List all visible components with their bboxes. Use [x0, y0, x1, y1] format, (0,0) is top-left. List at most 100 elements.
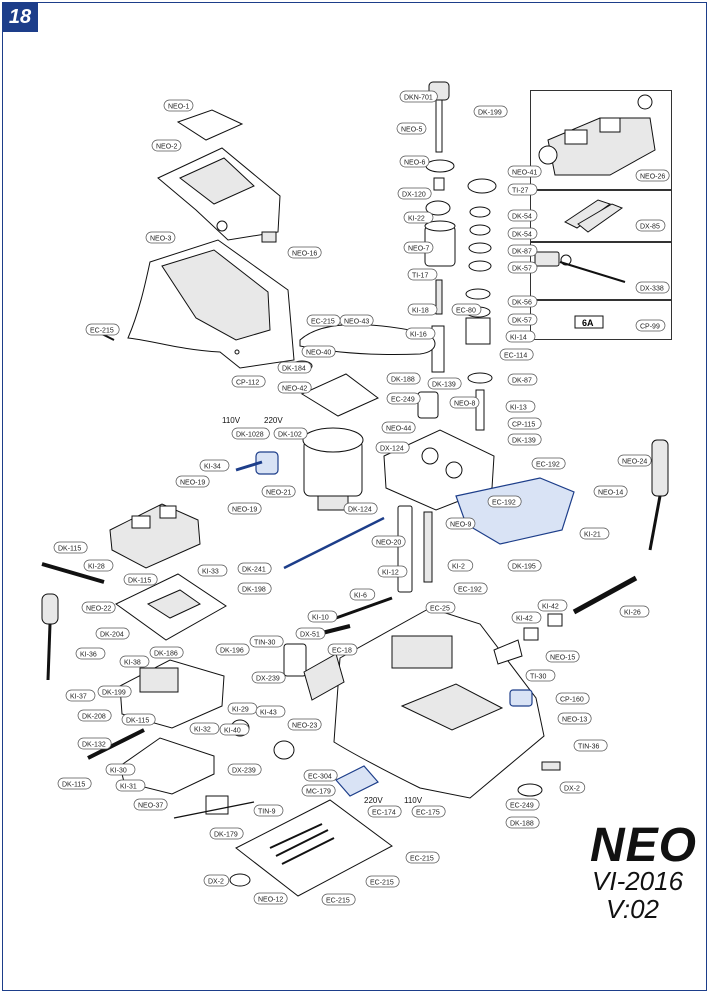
- part-label-text: EC-304: [308, 773, 332, 780]
- part-callout-dx-51: DX-51: [295, 627, 326, 640]
- motor-220v-label: 220V: [264, 416, 283, 425]
- part-label-text: NEO-6: [404, 159, 426, 166]
- part-label-text: EC-215: [311, 318, 335, 325]
- part-label-text: DK-204: [100, 631, 124, 638]
- part-callout-ki-36: KI-36: [75, 647, 106, 660]
- part-label-text: EC-249: [510, 802, 534, 809]
- neo12-bottom-plate: [235, 799, 393, 897]
- neo1-window-plate: [176, 109, 244, 141]
- part-callout-neo-44: NEO-44: [381, 421, 416, 434]
- tin9-clamp: [173, 795, 255, 819]
- part-callout-ki-22: KI-22: [403, 211, 434, 224]
- ec174-board: [335, 765, 379, 797]
- board-220v-label: 220V: [364, 796, 383, 805]
- part-callout-dk-186: DK-186: [149, 646, 184, 659]
- part-callout-dk-199: DK-199: [473, 105, 508, 118]
- part-label-text: KI-38: [124, 659, 141, 666]
- part-callout-dk-57: DK-57: [507, 313, 538, 326]
- part-callout-dk-199: DK-199: [97, 685, 132, 698]
- part-label-text: EC-192: [458, 586, 482, 593]
- part-callout-ki-37: KI-37: [65, 689, 96, 702]
- svg-text:DX-85: DX-85: [640, 223, 660, 230]
- inset-callout-cp-99: CP-99: [635, 319, 666, 332]
- part-callout-ec-25: EC-25: [425, 601, 456, 614]
- part-label-text: NEO-8: [454, 400, 476, 407]
- brand-title: NEO: [590, 819, 698, 872]
- part-label-text: KI-36: [80, 651, 97, 658]
- part-callout-dk-102: DK-102: [273, 427, 308, 440]
- ti17-spring: [435, 279, 443, 315]
- part-label-text: EC-215: [326, 897, 350, 904]
- part-label-text: CP-115: [512, 421, 535, 428]
- part-label-text: KI-43: [260, 709, 277, 716]
- part-label-text: KI-21: [584, 531, 601, 538]
- part-callout-ki-42: KI-42: [511, 611, 542, 624]
- part-label-text: DK-188: [510, 820, 534, 827]
- part-label-text: DK-115: [62, 781, 85, 788]
- part-label-text: DX-124: [380, 445, 404, 452]
- part-callout-cp-160: CP-160: [555, 692, 590, 705]
- part-label-text: DK-241: [242, 566, 266, 573]
- part-callout-ec-174: EC-174: [367, 805, 402, 818]
- part-callout-neo-1: NEO-1: [163, 99, 194, 112]
- part-label-text: TI-30: [530, 673, 546, 680]
- part-callout-ki-34: KI-34: [199, 459, 230, 472]
- part-callout-ec-18: EC-18: [327, 643, 358, 656]
- part-callout-neo-40: NEO-40: [301, 345, 336, 358]
- part-callout-neo-21: NEO-21: [261, 485, 296, 498]
- part-label-text: DX-2: [564, 785, 580, 792]
- part-callout-tin-30: TIN-30: [249, 635, 284, 648]
- part-callout-neo-24: NEO-24: [617, 454, 652, 467]
- part-label-text: DK-132: [82, 741, 106, 748]
- dx338-hex-key: [534, 251, 626, 283]
- part-callout-dk-57: DK-57: [507, 261, 538, 274]
- part-callout-neo-41: NEO-41: [507, 165, 542, 178]
- part-label-text: KI-26: [624, 609, 641, 616]
- part-label-text: EC-18: [332, 647, 352, 654]
- part-label-text: DX-239: [232, 767, 256, 774]
- part-callout-ki-42: KI-42: [537, 599, 568, 612]
- part-label-text: KI-14: [510, 334, 527, 341]
- part-label-text: DK-54: [512, 213, 532, 220]
- part-label-text: DK-199: [478, 109, 502, 116]
- part-callout-neo-8: NEO-8: [449, 396, 480, 409]
- ec18-pcb: [303, 653, 345, 701]
- part-label-text: NEO-12: [258, 896, 283, 903]
- neo6-cap: [425, 159, 455, 191]
- part-label-text: CP-160: [560, 696, 584, 703]
- part-callout-neo-7: NEO-7: [403, 241, 434, 254]
- part-callout-ec-215: EC-215: [405, 851, 440, 864]
- part-callout-dk-87: DK-87: [507, 244, 538, 257]
- neo22-handle: [41, 593, 59, 681]
- part-label-text: KI-33: [202, 568, 219, 575]
- tin36-spring: [541, 761, 561, 771]
- part-label-text: NEO-19: [180, 479, 205, 486]
- part-label-text: KI-37: [70, 693, 87, 700]
- ki33-plate: [115, 573, 227, 641]
- part-label-text: KI-34: [204, 463, 221, 470]
- part-label-text: NEO-37: [138, 802, 163, 809]
- neo20-rod: [283, 516, 385, 570]
- part-label-text: DK-208: [82, 713, 106, 720]
- neo2-top-cover: [157, 147, 281, 241]
- part-label-text: DK-198: [242, 586, 266, 593]
- part-callout-ki-28: KI-28: [83, 559, 114, 572]
- neo42-mount-plate: [300, 373, 379, 417]
- part-callout-ki-18: KI-18: [407, 303, 438, 316]
- part-callout-ki-26: KI-26: [619, 605, 650, 618]
- part-label-text: KI-16: [410, 331, 427, 338]
- date-label: VI-2016: [592, 866, 684, 896]
- part-label-text: NEO-1: [168, 103, 190, 110]
- part-label-text: NEO-44: [386, 425, 411, 432]
- part-callout-ec-215: EC-215: [321, 893, 356, 906]
- part-callout-dk-195: DK-195: [507, 559, 542, 572]
- part-callout-ki-14: KI-14: [505, 330, 536, 343]
- part-callout-dx-239: DX-239: [251, 671, 286, 684]
- part-label-text: DK-87: [512, 377, 532, 384]
- part-callout-dk-184: DK-184: [277, 361, 312, 374]
- part-label-text: EC-80: [456, 307, 476, 314]
- part-label-text: TI-27: [512, 187, 528, 194]
- part-callout-ec-304: EC-304: [303, 769, 338, 782]
- part-label-text: EC-192: [536, 461, 560, 468]
- part-callout-ki-10: KI-10: [307, 610, 338, 623]
